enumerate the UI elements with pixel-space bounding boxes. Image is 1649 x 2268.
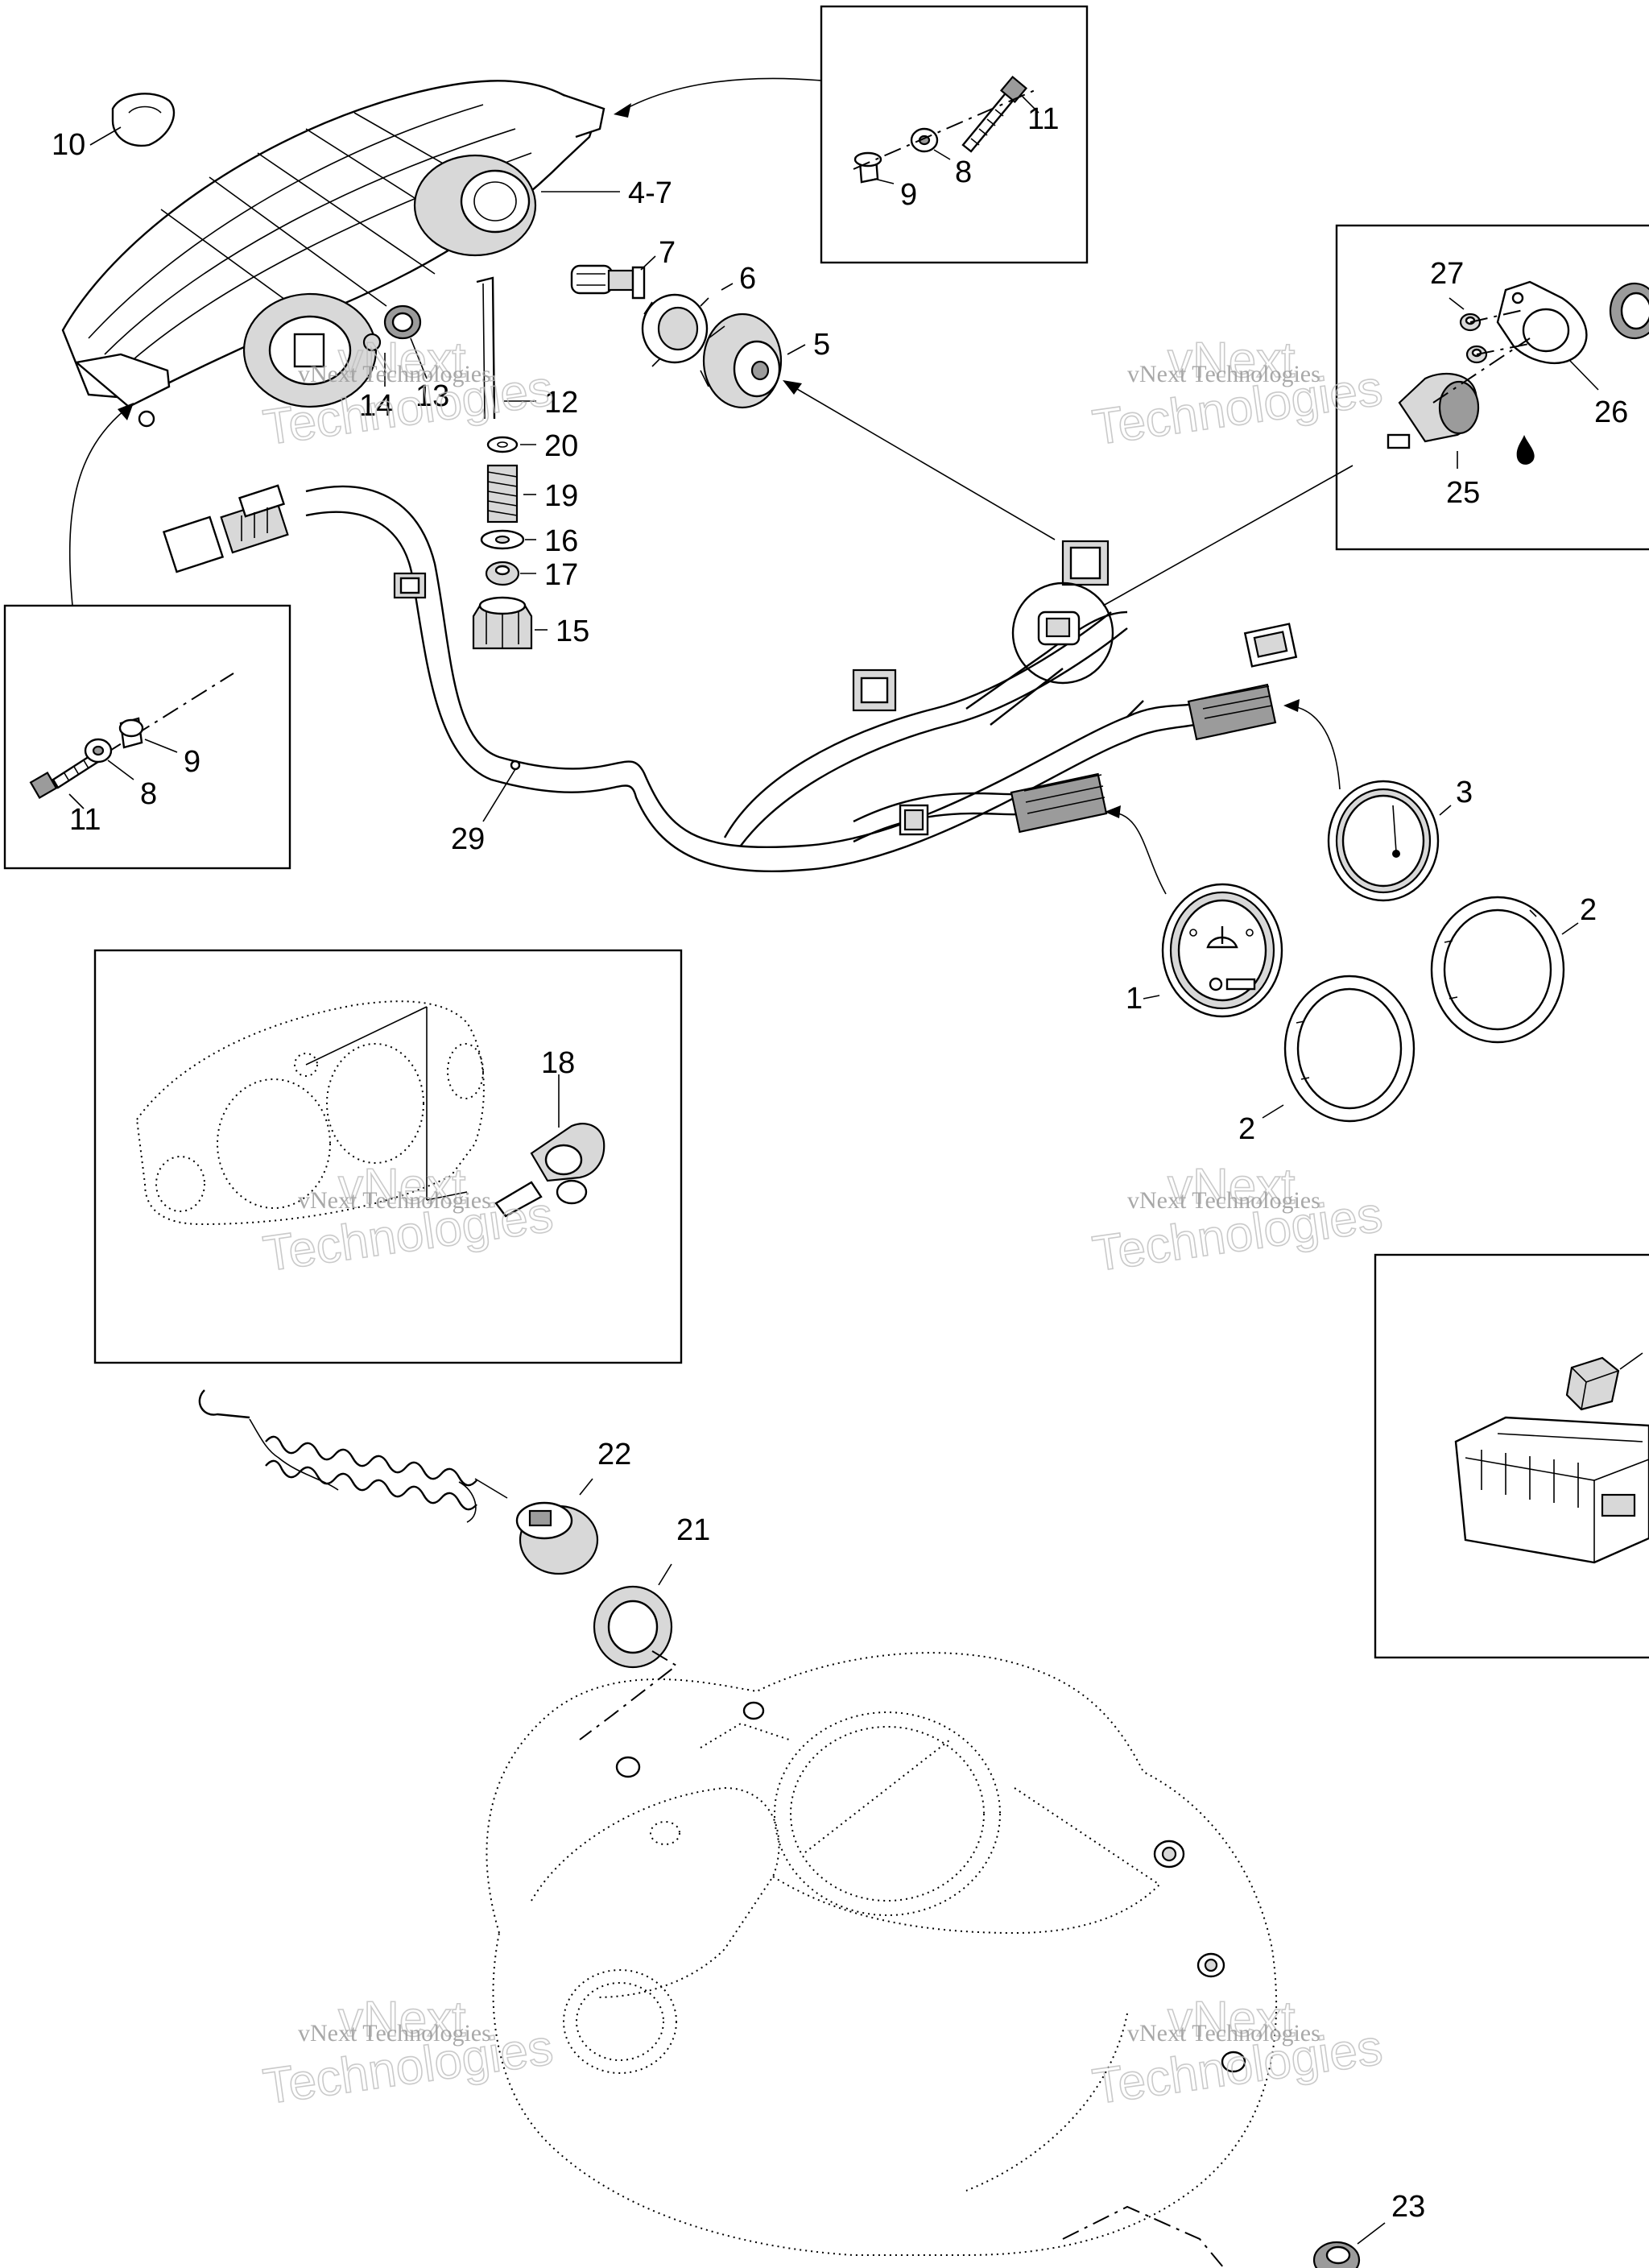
inset-box-sensor-right (1335, 224, 1649, 551)
svg-text:vNext: vNext (338, 1159, 465, 1215)
svg-text:vNext Technologies: vNext Technologies (1127, 361, 1320, 387)
inset-box-ignition (93, 949, 683, 1364)
safety-lanyard-cord (198, 1389, 508, 1523)
washer-part-8-left (84, 738, 113, 764)
lanyard-cap-part-22 (515, 1501, 599, 1575)
callout-29: 29 (451, 822, 485, 856)
harness-connector-plug-top (1243, 623, 1298, 668)
inset-box-fasteners-top (820, 5, 1089, 264)
callout-2-right: 2 (1580, 893, 1597, 927)
harness-connector-left (162, 484, 289, 573)
headlight-assembly (61, 80, 605, 428)
screw-part-11-top (961, 75, 1028, 153)
watermark-top-right: vNext vNext Technologies Technologies (1089, 332, 1387, 457)
svg-text:vNext: vNext (1168, 333, 1295, 388)
washer-part-14 (362, 333, 382, 352)
callout-7: 7 (659, 236, 676, 270)
bracket-part-26 (1496, 280, 1588, 365)
callout-2-left: 2 (1238, 1112, 1255, 1146)
callout-27: 27 (1430, 257, 1464, 291)
callout-8-top: 8 (955, 155, 972, 189)
nut-part-17 (485, 561, 520, 586)
grommet-part-13 (383, 304, 422, 340)
callout-12: 12 (544, 386, 578, 420)
knob-part-15 (472, 596, 533, 650)
adjuster-rod-part-12 (476, 276, 496, 420)
callout-11-top: 11 (1027, 102, 1059, 136)
callout-5: 5 (813, 328, 830, 362)
plug-part-23 (1312, 2241, 1361, 2268)
svg-text:vNext: vNext (338, 333, 465, 388)
ring-part-26 (1609, 282, 1649, 340)
bolt-part-9-left (118, 717, 144, 749)
svg-text:vNext Technologies: vNext Technologies (298, 1187, 491, 1214)
bezel-ring-part-2-left (1283, 975, 1415, 1123)
callout-18: 18 (541, 1046, 575, 1080)
watermark-top-left: vNext vNext Technologies Technologies (259, 332, 557, 457)
callout-21: 21 (676, 1513, 710, 1547)
svg-text:vNext: vNext (1168, 1159, 1295, 1215)
grease-drop-icon (1516, 435, 1535, 465)
callout-6: 6 (739, 262, 756, 296)
washer-part-20 (486, 436, 519, 453)
callout-26: 26 (1594, 395, 1628, 429)
spring-part-19 (486, 464, 519, 524)
inset-box-fuse-relay (1374, 1253, 1649, 1659)
fuse-box-part (1454, 1416, 1649, 1564)
callout-13: 13 (415, 379, 449, 413)
clip-part-10 (111, 93, 176, 147)
callout-10: 10 (52, 128, 85, 162)
ignition-switch-part-18 (494, 1123, 605, 1218)
watermark-mid-right: vNext vNext Technologies Technologies (1089, 1158, 1387, 1283)
watermark-bottom-left: vNext vNext Technologies Technologies (259, 1991, 557, 2116)
callout-25: 25 (1446, 476, 1480, 510)
harness-connector-gauge-3 (1187, 683, 1277, 741)
svg-text:vNext Technologies: vNext Technologies (1127, 2020, 1320, 2047)
callout-3: 3 (1456, 776, 1473, 809)
callout-15: 15 (556, 615, 589, 648)
harness-connector-small (899, 804, 929, 836)
harness-sensor-detail (1011, 581, 1114, 685)
callout-14: 14 (359, 389, 393, 423)
callout-20: 20 (544, 429, 578, 463)
harness-connector-gauge-1 (1010, 772, 1108, 834)
washer-part-8-top (910, 127, 939, 153)
harness-clip (393, 572, 427, 599)
callout-4-7: 4-7 (628, 176, 672, 210)
gauge-speedometer-part-1 (1161, 883, 1283, 1018)
instrument-panel-outline (135, 1000, 485, 1226)
bezel-ring-part-2-right (1430, 896, 1565, 1044)
callout-22: 22 (597, 1438, 631, 1471)
svg-text:vNext Technologies: vNext Technologies (1127, 1187, 1320, 1214)
gauge-tachometer-part-3 (1327, 780, 1440, 902)
callout-9-left: 9 (184, 745, 200, 779)
svg-text:vNext: vNext (1168, 1992, 1295, 2047)
bezel-part-21 (593, 1585, 673, 1669)
rubber-cap-part-5 (700, 312, 783, 409)
watermark-mid-left: vNext vNext Technologies Technologies (259, 1158, 557, 1283)
washer-part-16 (480, 529, 525, 550)
callout-19: 19 (544, 479, 578, 513)
harness-connector-mid (852, 668, 897, 712)
retainer-ring-part-6 (641, 293, 709, 367)
bulb-part-7 (570, 264, 646, 300)
svg-text:vNext Technologies: vNext Technologies (298, 361, 491, 387)
harness-connector-top-right (1061, 540, 1110, 586)
callout-11-left: 11 (69, 803, 101, 837)
callout-23: 23 (1391, 2190, 1425, 2224)
watermark-bottom-right: vNext vNext Technologies Technologies (1089, 1991, 1387, 2116)
callout-17: 17 (544, 558, 578, 592)
callout-1: 1 (1126, 982, 1143, 1016)
relay-part (1565, 1352, 1643, 1411)
harness-sensor-plug (1037, 610, 1081, 646)
svg-text:vNext Technologies: vNext Technologies (298, 2020, 491, 2047)
callout-9-top: 9 (900, 178, 917, 212)
inset-box-fasteners-left (3, 604, 291, 870)
dash-panel-outline (486, 1652, 1278, 2256)
svg-text:vNext: vNext (338, 1992, 465, 2047)
sensor-part-25 (1387, 373, 1480, 449)
callout-8-left: 8 (140, 777, 157, 811)
callout-16: 16 (544, 524, 578, 558)
